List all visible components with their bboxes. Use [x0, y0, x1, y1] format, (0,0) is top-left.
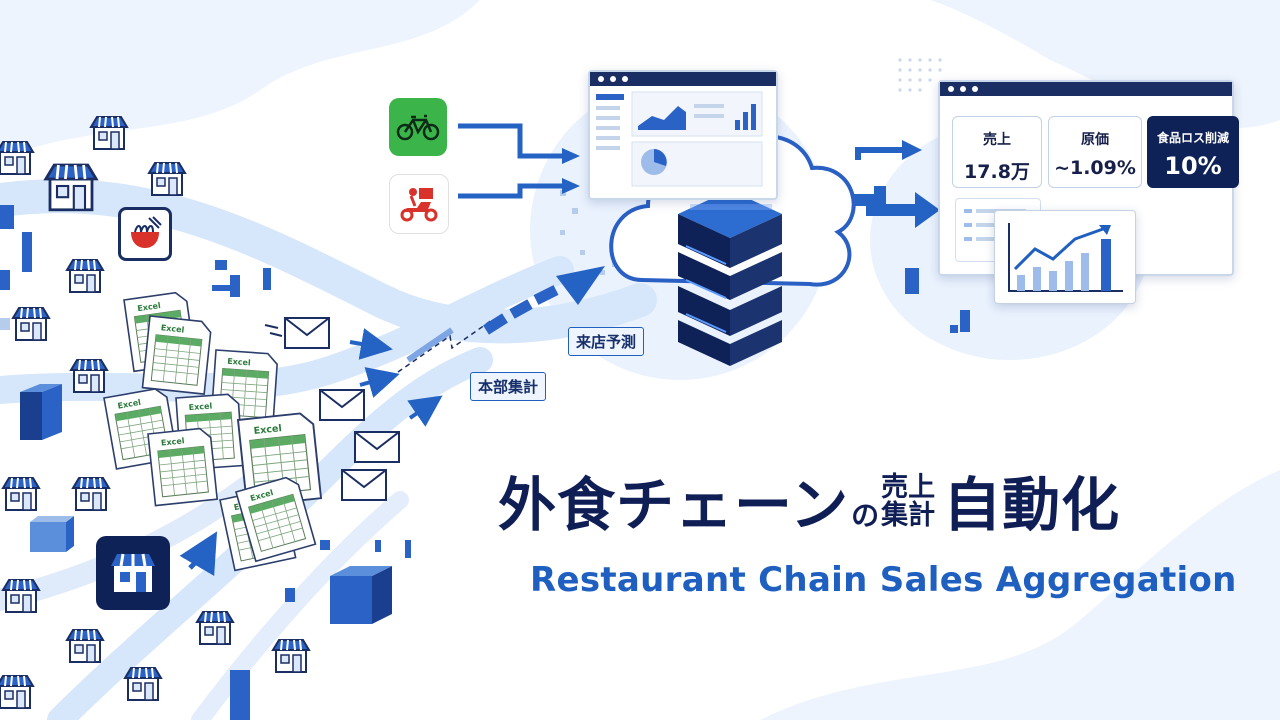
ramen-bowl-icon — [118, 207, 172, 261]
window-titlebar — [940, 82, 1232, 96]
page-title: 外食チェーン の 売上 集計 自動化 — [498, 470, 1121, 539]
kpi-cost-card: 原価 ~1.09% — [1048, 116, 1142, 188]
delivery-scooter-icon[interactable] — [389, 174, 449, 234]
analytics-window — [588, 70, 778, 200]
title-particle: の — [851, 498, 880, 532]
kpi-sales-value: 17.8万 — [964, 161, 1030, 183]
excel-label: Excel — [137, 301, 162, 313]
svg-text:Excel: Excel — [227, 357, 251, 368]
visitor-forecast-label: 来店予測 — [568, 327, 645, 356]
kpi-cost-value: ~1.09% — [1054, 157, 1136, 179]
title-main-left: 外食チェーン — [498, 470, 850, 539]
svg-text:Excel: Excel — [188, 401, 212, 412]
kpi-cost-label: 原価 — [1081, 132, 1109, 148]
kpi-food-loss-card: 食品ロス削減 10% — [1147, 116, 1239, 188]
window-titlebar — [590, 72, 776, 86]
title-stack: 売上 集計 — [881, 472, 936, 532]
kpi-sales-card: 売上 17.8万 — [952, 116, 1042, 188]
kpi-sales-label: 売上 — [983, 132, 1011, 148]
title-main-right: 自動化 — [943, 470, 1121, 539]
title-stack-top: 売上 — [881, 472, 936, 503]
storefront-icon — [96, 536, 170, 610]
hq-aggregation-label: 本部集計 — [470, 372, 547, 401]
svg-text:Excel: Excel — [160, 323, 185, 334]
kpi-food-loss-value: 10% — [1164, 152, 1222, 180]
page-subtitle: Restaurant Chain Sales Aggregation — [530, 560, 1237, 600]
title-stack-bottom: 集計 — [881, 500, 936, 532]
kpi-food-loss-label: 食品ロス削減 — [1156, 131, 1229, 145]
svg-text:Excel: Excel — [117, 398, 142, 411]
growth-chart-card — [994, 210, 1136, 304]
svg-text:Excel: Excel — [253, 423, 282, 437]
bicycle-icon[interactable] — [389, 98, 447, 156]
svg-text:Excel: Excel — [161, 436, 186, 447]
server-icon — [678, 190, 782, 366]
